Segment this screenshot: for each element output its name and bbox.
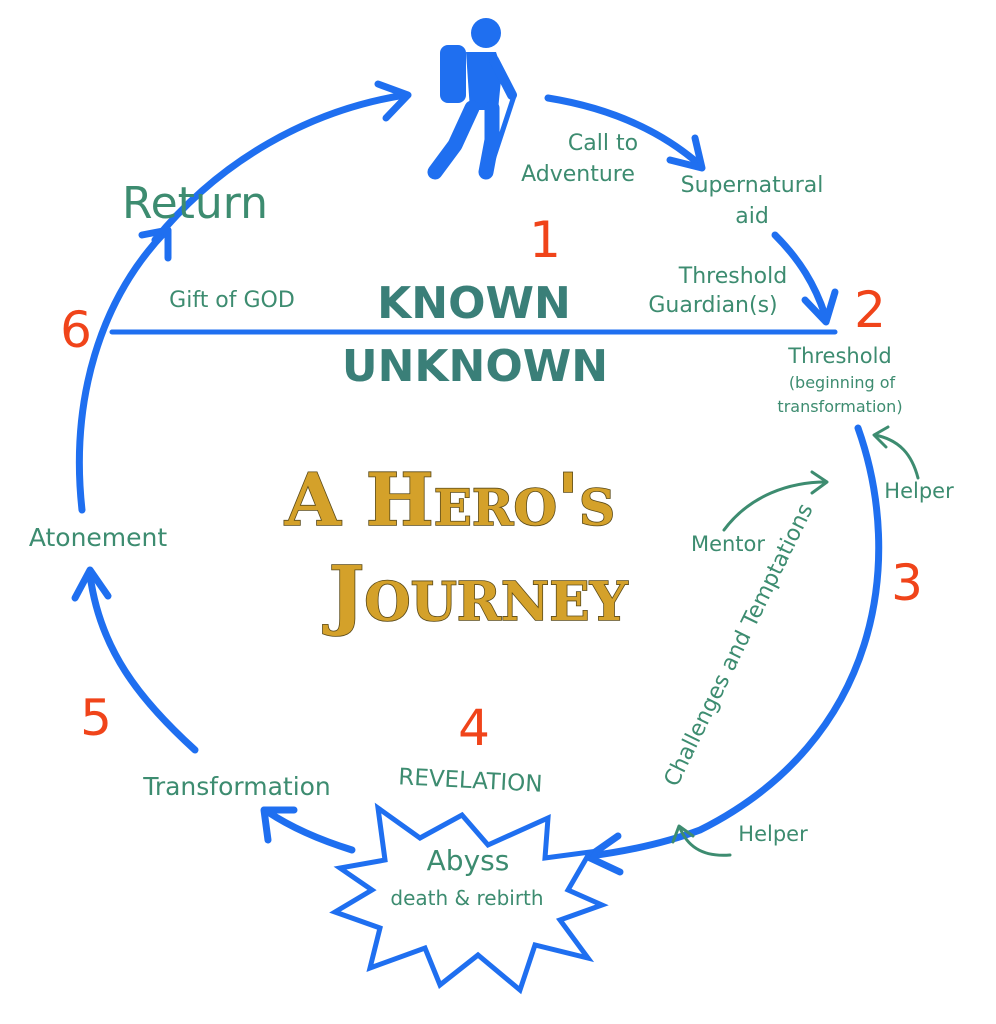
threshold-label: Threshold (787, 344, 892, 368)
arc-return-to-start (151, 91, 409, 244)
arrowhead-call-to-aid (666, 134, 706, 172)
mentor-label: Mentor (691, 532, 765, 556)
supernatural-aid-label-2: aid (735, 204, 769, 229)
arc-call-to-aid (544, 94, 704, 169)
threshold-note-1: (beginning of (789, 373, 896, 392)
helper-top-arrowhead (872, 425, 890, 449)
helper-top-label: Helper (884, 479, 954, 503)
stage-number-5: 5 (80, 689, 112, 747)
helper-bottom-label: Helper (738, 822, 808, 846)
arrowhead-atonement-to-return (138, 226, 172, 262)
stage-number-6: 6 (60, 301, 92, 359)
starburst-icon (329, 802, 609, 995)
abyss-label: Abyss (427, 844, 510, 877)
stage-number-4: 4 (458, 699, 490, 757)
supernatural-aid-label-1: Supernatural (681, 173, 824, 198)
arc-transformation-to-atonement (86, 571, 199, 754)
title-line-2: Journey (322, 549, 628, 638)
arc-atonement-to-return (75, 228, 169, 514)
arrowhead-abyss-to-transformation (260, 806, 298, 844)
stage-number-1: 1 (529, 211, 561, 269)
helper-bottom-arrow (678, 826, 732, 857)
helper-top-arrow (873, 433, 920, 480)
known-label: KNOWN (377, 278, 571, 329)
transformation-label: Transformation (142, 772, 331, 801)
arrowhead-transformation-to-atonement (71, 566, 112, 602)
arrowhead-return-to-start (374, 80, 412, 122)
return-label: Return (122, 178, 268, 229)
gift-label: Gift of GOD (169, 288, 295, 313)
abyss-sub-label: death & rebirth (390, 886, 543, 910)
unknown-label: UNKNOWN (342, 341, 608, 392)
arc-abyss-to-transformation (264, 808, 356, 854)
arc-challenges (586, 424, 883, 860)
revelation-label: REVELATION (398, 764, 543, 798)
threshold-note-2: transformation) (777, 397, 902, 416)
stage-number-3: 3 (891, 554, 923, 612)
stage-number-2: 2 (854, 281, 886, 339)
call-to-adventure-label-2: Adventure (521, 162, 635, 187)
call-to-adventure-label-1: Call to (568, 131, 638, 156)
arrowhead-aid-to-threshold (801, 288, 839, 326)
mentor-arrowhead (810, 470, 829, 495)
title-line-1: A Hero's (284, 457, 615, 542)
mentor-arrow (722, 480, 828, 532)
hiker-icon (427, 18, 517, 180)
threshold-guardians-label-1: Threshold (678, 264, 787, 289)
helper-bottom-arrowhead (671, 824, 695, 844)
threshold-guardians-label-2: Guardian(s) (648, 293, 777, 318)
arc-aid-to-threshold (771, 231, 829, 319)
atonement-label: Atonement (29, 523, 168, 552)
